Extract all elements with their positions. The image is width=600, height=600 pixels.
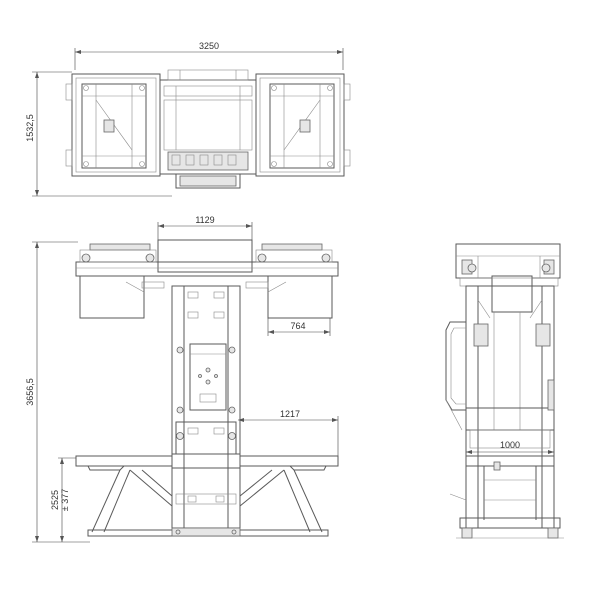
top-view: 3250 1532,5: [25, 41, 351, 197]
front-view: 1129 3656,5: [25, 215, 339, 543]
dimension-platform-width: 1129: [157, 215, 253, 242]
dimension-top-width: 3250: [74, 41, 344, 70]
dimension-tolerance-label: ± 377: [60, 489, 70, 511]
dimension-side-arm-label: 764: [290, 321, 305, 331]
dimension-base-height: 2525 ± 377: [50, 457, 76, 542]
dimension-side-width-label: 1000: [500, 440, 520, 450]
dimension-side-width: 1000: [466, 440, 554, 454]
dimension-top-height: 1532,5: [25, 71, 172, 197]
dimension-platform-width-label: 1129: [195, 215, 214, 225]
dimension-base-reach-label: 1217: [280, 409, 300, 419]
dimension-base-reach: 1217: [238, 409, 339, 458]
dimension-top-width-label: 3250: [199, 41, 219, 51]
dimension-side-arm: 764: [267, 318, 331, 336]
dimension-top-height-label: 1532,5: [25, 114, 35, 142]
dimension-front-height-label: 3656,5: [25, 378, 35, 406]
dimension-front-height: 3656,5: [25, 241, 90, 543]
side-view: 1000: [445, 243, 564, 539]
dimension-base-height-label: 2525: [50, 490, 60, 510]
